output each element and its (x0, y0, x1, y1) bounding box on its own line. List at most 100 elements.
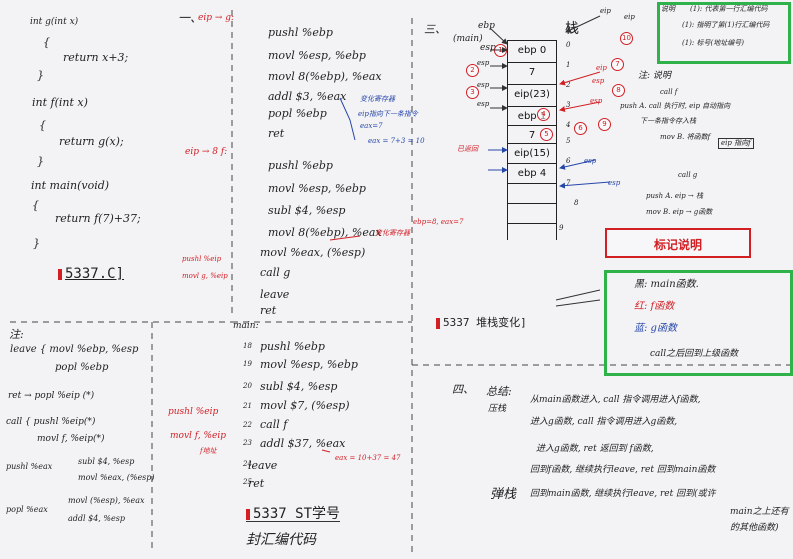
c-line-8: } (37, 155, 44, 168)
c-line-1: int g(int x) (30, 17, 79, 27)
circle-badge: 8 (612, 84, 625, 97)
circle-badge: 4 (537, 108, 550, 121)
g-eip-arrow: eip → g: (198, 13, 235, 23)
esp-label-1: esp (477, 59, 490, 67)
main-num-8: 25 (243, 478, 252, 486)
circle-badge: 3 (466, 86, 479, 99)
rn-eip-points: eip 指向f (718, 138, 754, 149)
main-asm-4: movl $7, (%esp) (260, 399, 350, 412)
main-num-7: 24 (243, 460, 252, 468)
g-asm-5: popl %ebp (268, 107, 327, 120)
main-side1: pushl %eip (168, 407, 219, 417)
note-head: 注: (9, 328, 24, 341)
circle-badge: 9 (598, 118, 611, 131)
leave-l2: popl %ebp (55, 362, 109, 373)
summary-section: 四、 (452, 383, 474, 396)
stack-cell-3: ebp 1 (508, 106, 556, 127)
g-note-eip: eip指向下一条指令 (358, 110, 418, 118)
c-line-4: } (37, 69, 44, 82)
c-line-9: int main(void) (31, 179, 110, 192)
marker-icon (58, 268, 62, 280)
summary-push-1: 从main函数进入, call 指令调用进入f函数, (530, 395, 701, 405)
f-asm-2: movl %esp, %ebp (268, 182, 366, 195)
circle-badge: 2 (466, 64, 479, 77)
stack-cell-5: eip(15) (508, 143, 556, 164)
esp-label-7: esp (608, 179, 621, 187)
rn-push-a: push A. call 执行时, eip 自动指向 (620, 102, 731, 110)
main-asm-8: ret (248, 477, 265, 490)
stack-caption: 5337 堆栈变化] (436, 317, 527, 329)
rn-note: 注: 说明 (638, 71, 671, 81)
c-line-12: } (33, 237, 40, 250)
rn-mov-g: mov B. eip → g函数 (646, 208, 713, 216)
returned-note: 已返回 (457, 145, 478, 153)
legend-top-l1: (1): 代表第一行汇编代码 (690, 5, 768, 13)
stack-idx-9: 9 (559, 224, 564, 232)
c-line-5: int f(int x) (32, 96, 88, 109)
f-asm-5: movl %eax, (%esp) (260, 246, 366, 259)
main-num-5: 22 (243, 421, 252, 429)
main-num-4: 21 (243, 402, 252, 410)
call-l1: call { pushl %eip(*) (6, 417, 96, 427)
pushl-l1: subl $4, %esp (78, 457, 135, 466)
stack-right-wall (556, 40, 557, 240)
legend-label-box: 标记说明 (605, 228, 751, 258)
stack-top-main: (main) (453, 34, 483, 44)
stack-idx-7: 7 (566, 179, 571, 187)
main-asm-7: leave (248, 459, 278, 472)
eip-label-1: eip (600, 7, 611, 15)
stack-idx-8: 8 (574, 199, 579, 207)
c-line-7: return g(x); (59, 135, 124, 148)
circle-badge: 6 (574, 122, 587, 135)
leave-l1: leave { movl %ebp, %esp (10, 344, 139, 355)
stack-top-esp: esp (480, 43, 496, 53)
c-line-3: return x+3; (63, 51, 129, 64)
pushl-l2: movl %eax, (%esp) (78, 473, 155, 482)
g-note-eax: eax=7 (360, 122, 383, 130)
legend-top-l2: (1): 指明了第(1)行汇编代码 (682, 21, 770, 29)
g-asm-1: pushl %ebp (268, 26, 333, 39)
pushl-head: pushl %eax (6, 462, 53, 471)
stack-idx-3: 3 (566, 101, 571, 109)
main-label: main: (233, 321, 259, 331)
sig-line-2: 封汇编代码 (246, 532, 316, 548)
main-asm-6: addl $37, %eax (260, 437, 346, 450)
g-asm-6: ret (268, 127, 285, 140)
g-asm-2: movl %esp, %ebp (268, 49, 366, 62)
g-asm-4: addl $3, %eax (268, 90, 347, 103)
popl-l1: movl (%esp), %eax (68, 496, 145, 505)
main-num-1: 18 (243, 342, 252, 350)
circle-badge: 7 (611, 58, 624, 71)
f-note-eax: ebp=8, eax=7 (413, 218, 464, 226)
legend-red: 红: f函数 (634, 301, 675, 312)
main-asm-1: pushl %ebp (260, 340, 325, 353)
stack-cell-2: eip(23) (508, 84, 556, 105)
f-asm-6: call g (260, 266, 291, 279)
rn-call-f: call f (660, 88, 678, 96)
summary-pop-label: 弹栈 (490, 487, 517, 502)
circle-badge: 5 (540, 128, 553, 141)
main-asm-5: call f (260, 418, 288, 431)
summary-pop-1: 进入g函数, ret 返回到 f函数, (536, 444, 654, 454)
stack-idx-6: 6 (566, 157, 571, 165)
main-num-2: 19 (243, 360, 252, 368)
legend-bottom-box (604, 270, 793, 376)
summary-push-2: 进入g函数, call 指令调用进入g函数, (530, 417, 678, 427)
c-line-10: { (32, 199, 39, 212)
stack-cell-8 (508, 203, 556, 224)
main-num-3: 20 (243, 382, 252, 390)
summary-title: 总结: (486, 385, 512, 398)
c-file-label: 5337.C] (58, 267, 124, 281)
esp-label-2: esp (477, 81, 490, 89)
f-note-change: 变化寄存器 (375, 229, 410, 237)
summary-pop-3: 回到main函数, 继续执行leave, ret 回到(或许 (530, 489, 716, 499)
main-asm-3: subl $4, %esp (260, 380, 338, 393)
stack-idx-5: 5 (566, 137, 571, 145)
legend-top-box (657, 2, 791, 64)
f-eip-label: eip → 8 f: (185, 147, 228, 157)
g-note-change: 变化寄存器 (360, 95, 395, 103)
stack-cell-0: ebp 0 (508, 40, 556, 61)
popl-l2: addl $4, %esp (68, 514, 125, 523)
main-side3: f地址 (200, 447, 217, 455)
